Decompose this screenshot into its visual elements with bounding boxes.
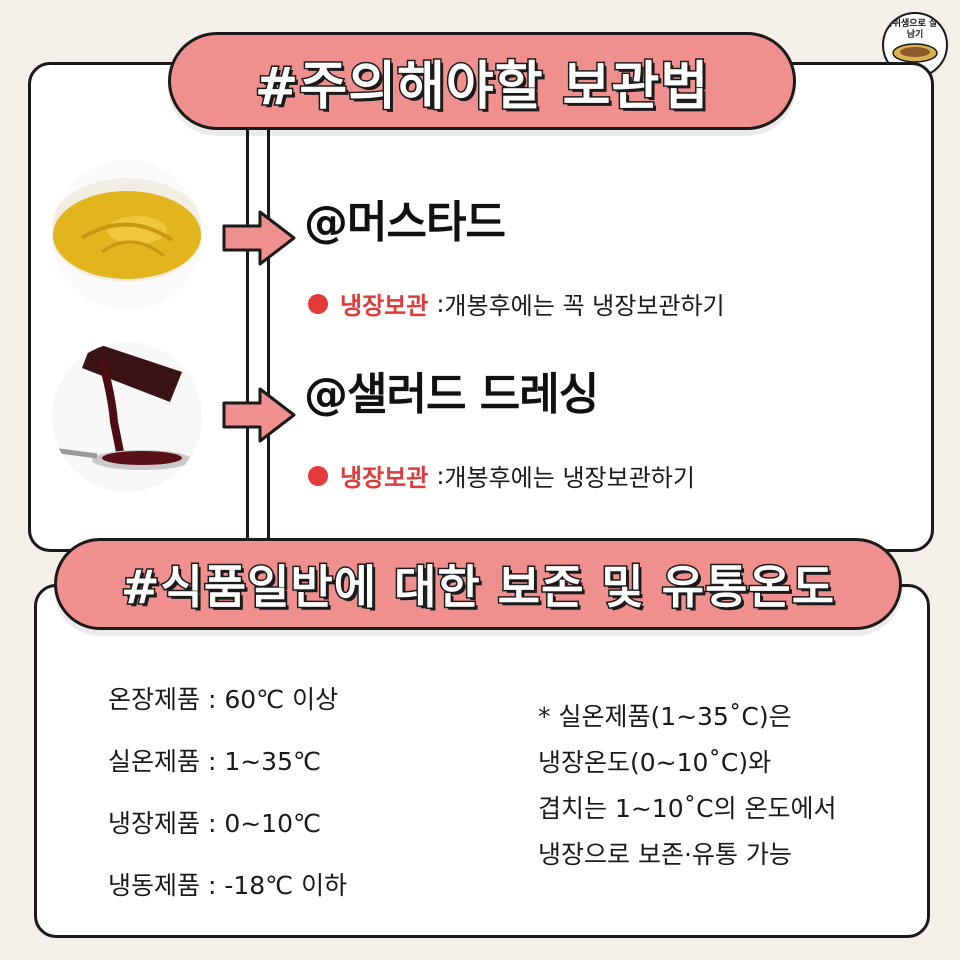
temp-row-warm: 온장제품 : 60℃ 이상 <box>108 685 339 714</box>
divider-line-left <box>246 128 249 550</box>
mustard-image <box>52 160 202 310</box>
footnote-line: * 실온제품(1~35˚C)은 <box>538 702 792 731</box>
arrow-right-icon <box>222 387 296 443</box>
storage-tag: 냉장보관 <box>340 464 429 492</box>
section2-title-pill: #식품일반에 대한 보존 및 유통온도 <box>54 538 902 630</box>
storage-desc: 개봉후에는 냉장보관하기 <box>444 464 695 492</box>
section1-title-pill: #주의해야할 보관법 <box>168 32 796 130</box>
item-title: @머스타드 <box>304 197 506 248</box>
arrow-right-icon <box>222 210 296 266</box>
temperature-card <box>34 584 930 938</box>
item-title: @샐러드 드레싱 <box>304 369 599 420</box>
section2-title: #식품일반에 대한 보존 및 유통온도 <box>119 559 836 616</box>
temp-row-chilled: 냉장제품 : 0~10℃ <box>108 809 322 838</box>
logo-text: 자취생으로 살아남기 <box>884 19 946 40</box>
footnote-line: 겹치는 1~10˚C의 온도에서 <box>538 794 837 823</box>
footnote-line: 냉장온도(0~10˚C)와 <box>538 748 772 777</box>
dressing-image <box>52 342 202 492</box>
section1-title: #주의해야할 보관법 <box>253 55 710 118</box>
footnote-line: 냉장으로 보존·유통 가능 <box>538 840 792 869</box>
temp-row-room: 실온제품 : 1~35℃ <box>108 747 322 776</box>
storage-tag: 냉장보관 <box>340 292 429 320</box>
temp-row-frozen: 냉동제품 : -18℃ 이하 <box>108 871 348 900</box>
storage-desc: 개봉후에는 꼭 냉장보관하기 <box>444 292 725 320</box>
red-dot-icon <box>308 465 328 486</box>
note-separator: : <box>436 289 445 318</box>
item-note: 냉장보관 : 개봉후에는 꼭 냉장보관하기 <box>308 286 725 321</box>
note-separator: : <box>436 461 445 490</box>
item-note: 냉장보관 : 개봉후에는 냉장보관하기 <box>308 458 695 493</box>
temperature-footnote: * 실온제품(1~35˚C)은 냉장온도(0~10˚C)와 겹치는 1~10˚C… <box>538 694 918 878</box>
red-dot-icon <box>308 293 328 314</box>
divider-line-right <box>267 128 270 550</box>
logo-bowl-icon <box>892 43 938 63</box>
